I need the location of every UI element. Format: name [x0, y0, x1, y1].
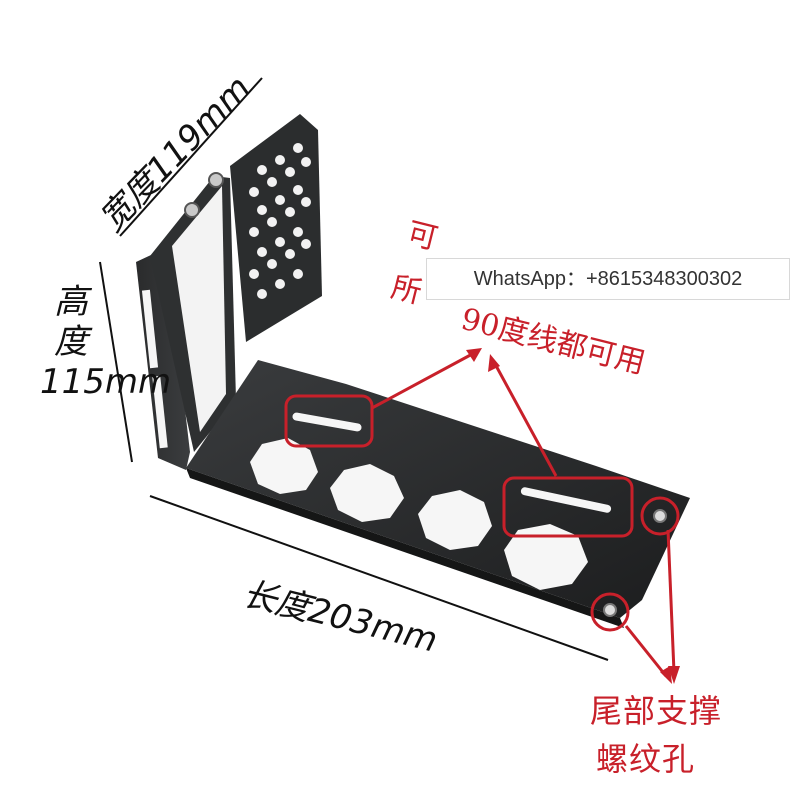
height-char-1: 高 — [54, 282, 88, 322]
second-screw — [184, 202, 200, 218]
base-plate-edge — [186, 468, 624, 628]
pci-bracket-window — [172, 186, 226, 432]
base-slot-left — [292, 412, 362, 432]
tail-screw-hole-lower — [603, 603, 617, 617]
height-dimension-line — [99, 261, 133, 463]
highlight-circle-tail-lower — [590, 592, 630, 632]
vented-plate — [230, 114, 322, 342]
highlight-box-slot-left — [284, 394, 374, 448]
base-slot-right — [520, 487, 612, 513]
height-char-3: 115mm — [40, 362, 172, 402]
annotation-arrows — [371, 348, 680, 684]
tail-support-label: 尾部支撑 — [590, 692, 723, 730]
height-char-2: 度 — [54, 322, 88, 362]
side-slot-lower — [152, 375, 168, 449]
length-dimension-line — [149, 495, 609, 661]
highlight-circle-tail-upper — [640, 496, 680, 536]
width-dimension-line — [119, 77, 263, 237]
height-dimension-label: 高 度 115mm — [40, 282, 172, 402]
vent-holes — [249, 143, 311, 299]
side-slot-upper — [141, 289, 159, 369]
highlight-box-slot-right — [502, 476, 634, 538]
octagon-cutouts — [250, 438, 588, 590]
whatsapp-watermark: WhatsApp：+8615348300302 — [426, 258, 790, 300]
tail-screw-hole-upper — [653, 509, 667, 523]
top-screw — [208, 172, 224, 188]
screw-hole-label: 螺纹孔 — [596, 740, 696, 778]
